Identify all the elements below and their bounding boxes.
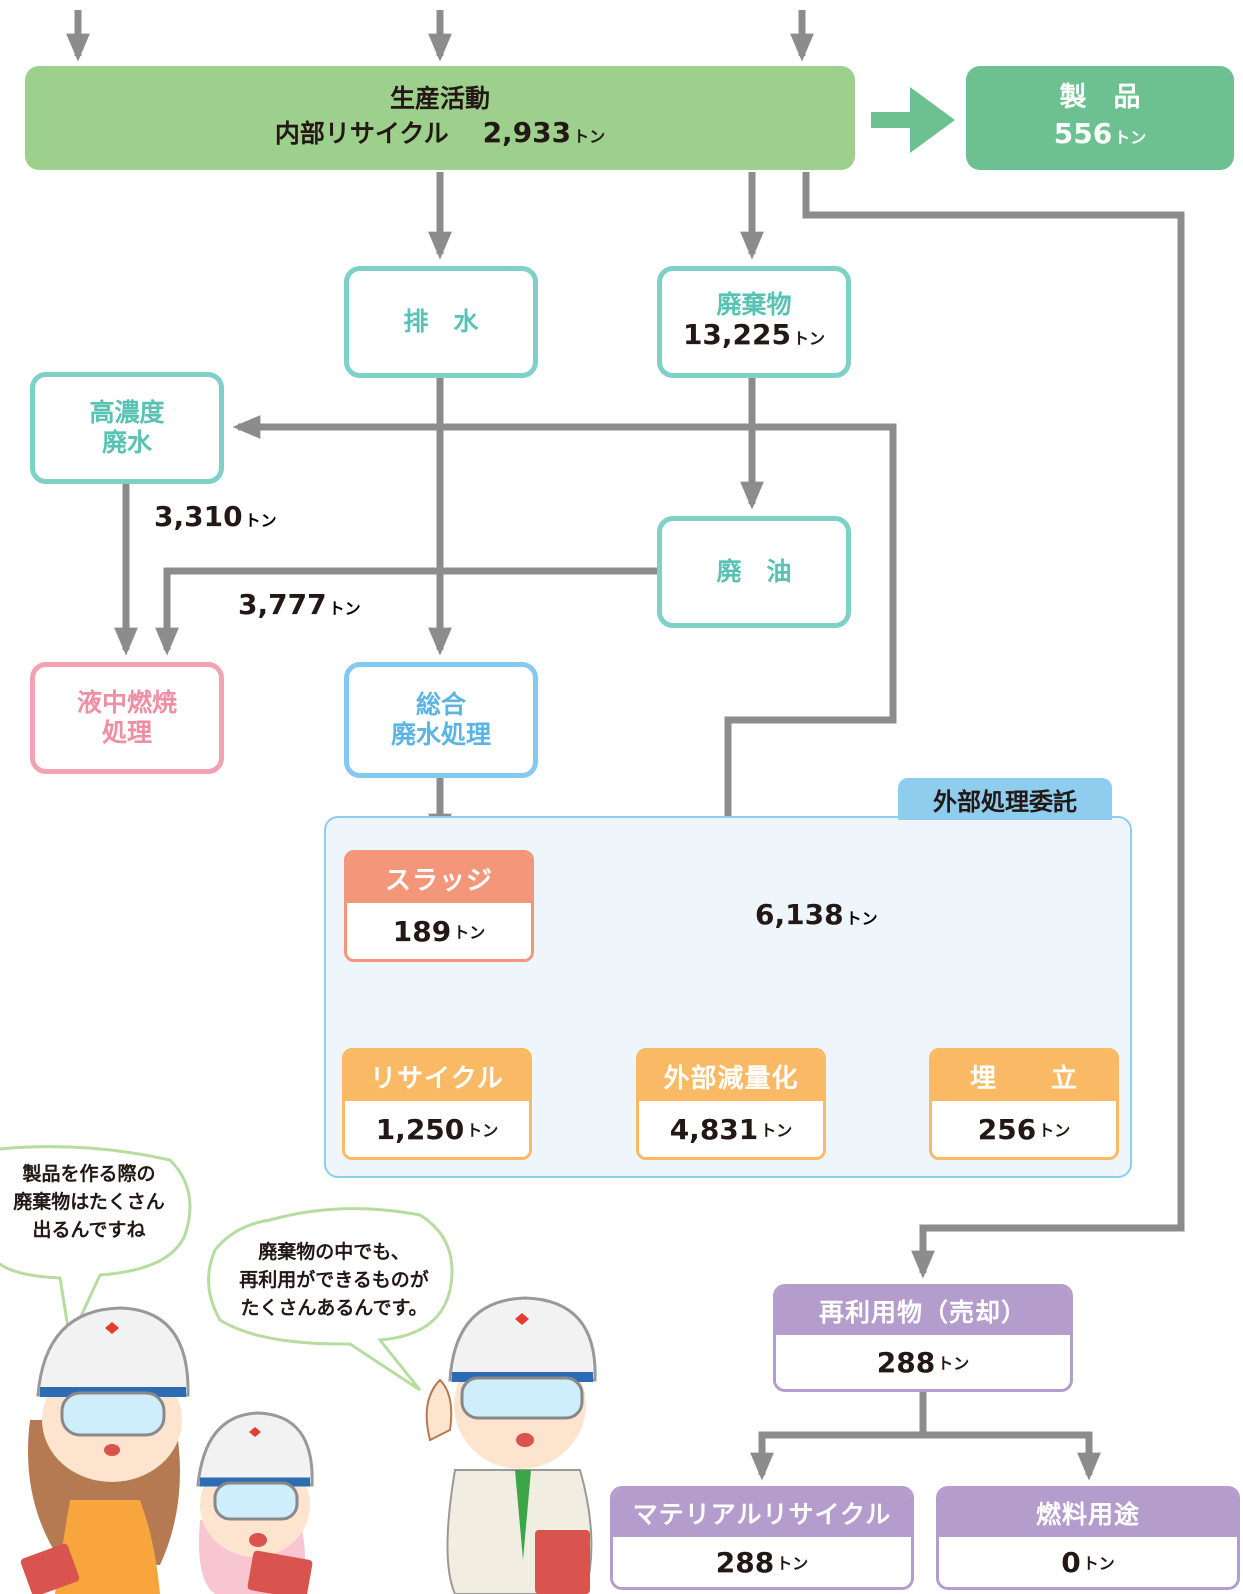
flow-oil-unit: トン (328, 599, 361, 618)
fuel-value: 0 (1061, 1545, 1081, 1579)
speech-left-line-2: 廃棄物はたくさん (13, 1191, 165, 1213)
material-title: マテリアルリサイクル (632, 1500, 892, 1529)
recycle-unit: トン (466, 1121, 499, 1140)
general-title-1: 総合 (415, 690, 466, 719)
flow-oil-value: 3,777 (238, 588, 327, 621)
outsourcing-label: 外部処理委託 (933, 787, 1077, 816)
reduction-header: 外部減量化 (639, 1051, 823, 1101)
material-header: マテリアルリサイクル (613, 1489, 911, 1537)
speech-right-line-3: たくさんあるんです。 (240, 1297, 428, 1319)
submerged-title-1: 液中燃焼 (76, 688, 177, 717)
arrow-reuse-to-fuel (923, 1431, 1101, 1481)
material-value: 288 (715, 1545, 775, 1579)
landfill-header: 埋 立 (932, 1051, 1116, 1101)
material-unit: トン (776, 1554, 809, 1573)
waste-oil-box: 廃 油 (657, 516, 851, 628)
general-box: 総合 廃水処理 (344, 662, 538, 778)
waste-value: 13,225 (682, 318, 792, 351)
general-title-2: 廃水処理 (390, 720, 491, 749)
flow-high-conc-unit: トン (244, 511, 277, 530)
speech-right-line-1: 廃棄物の中でも、 (258, 1241, 410, 1263)
sludge-title: スラッジ (384, 865, 493, 896)
reuse-unit: トン (937, 1354, 970, 1373)
product-value: 556 (1053, 117, 1113, 150)
speech-right-line-2: 再利用ができるものが (239, 1269, 429, 1291)
outsourcing-tab: 外部処理委託 (898, 778, 1112, 820)
landfill-title: 埋 立 (969, 1063, 1078, 1094)
high-conc-title-1: 高濃度 (89, 398, 165, 427)
arrow-reuse-to-material (750, 1392, 927, 1481)
flow-external-value: 6,138 (755, 898, 844, 931)
waste-title: 廃棄物 (716, 290, 792, 319)
arrow-oil-to-submerged (155, 567, 657, 656)
product-arrow (871, 87, 955, 153)
drainage-title: 排 水 (403, 307, 479, 336)
sludge-header: スラッジ (347, 853, 531, 903)
landfill-value: 256 (977, 1112, 1037, 1146)
recycle-header: リサイクル (345, 1051, 529, 1101)
submerged-box: 液中燃焼 処理 (30, 662, 224, 774)
drainage-box: 排 水 (344, 266, 538, 378)
reuse-title: 再利用物（売却） (818, 1298, 1027, 1327)
sludge-value: 189 (392, 914, 452, 948)
reduction-value: 4,831 (669, 1112, 759, 1146)
product-unit: トン (1114, 128, 1147, 147)
submerged-title-2: 処理 (101, 718, 152, 747)
recycle-value: 1,250 (375, 1112, 465, 1146)
landfill-unit: トン (1038, 1121, 1071, 1140)
high-conc-box: 高濃度 廃水 (30, 372, 224, 484)
fuel-header: 燃料用途 (939, 1489, 1237, 1537)
production-title: 生産活動 (389, 84, 490, 113)
waste-unit: トン (793, 329, 826, 348)
arrow-to-reuse (802, 172, 1185, 1279)
production-value: 2,933 (482, 116, 572, 149)
sludge-unit: トン (453, 923, 486, 942)
speech-text-right: 廃棄物の中でも、 再利用ができるものが たくさんあるんです。 (216, 1238, 452, 1322)
fuel-title: 燃料用途 (1035, 1500, 1140, 1529)
speech-text-left: 製品を作る際の 廃棄物はたくさん 出るんですね (0, 1160, 182, 1244)
arrow-to-high-conc (232, 415, 897, 439)
reduction-unit: トン (760, 1121, 793, 1140)
product-title: 製 品 (1059, 82, 1141, 113)
reduction-title: 外部減量化 (663, 1063, 799, 1094)
high-conc-title-2: 廃水 (101, 428, 152, 457)
fuel-unit: トン (1082, 1554, 1115, 1573)
recycle-title: リサイクル (370, 1063, 504, 1094)
flow-external-unit: トン (845, 909, 878, 928)
speech-left-line-1: 製品を作る際の (22, 1163, 156, 1185)
speech-left-line-3: 出るんですね (32, 1219, 146, 1241)
production-subtitle: 内部リサイクル (274, 119, 449, 148)
reuse-value: 288 (876, 1345, 936, 1379)
production-unit: トン (573, 127, 606, 146)
waste-oil-title: 廃 油 (716, 557, 792, 586)
flow-high-conc-value: 3,310 (154, 500, 243, 533)
reuse-header: 再利用物（売却） (776, 1287, 1070, 1335)
